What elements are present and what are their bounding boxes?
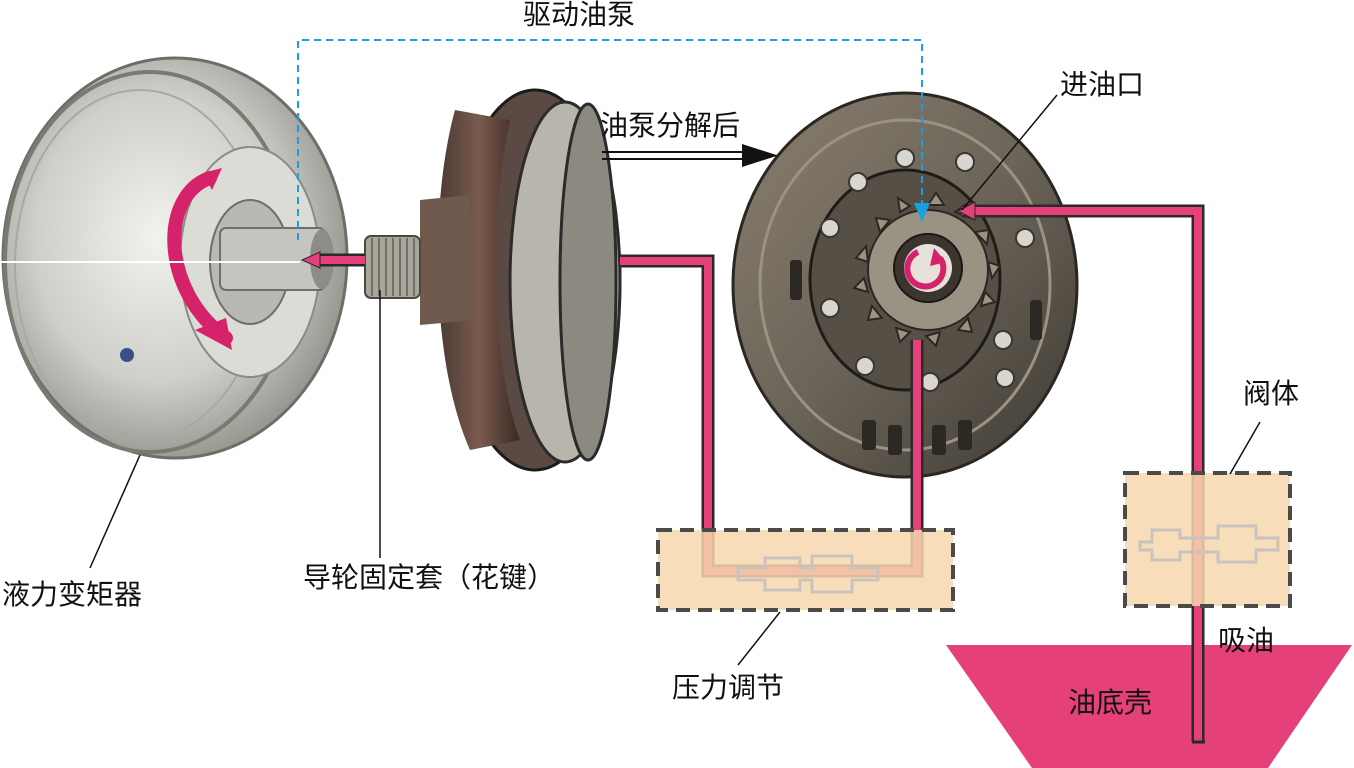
- label-torque-converter: 液力变矩器: [2, 578, 142, 611]
- label-oil-pan: 油底壳: [1068, 686, 1152, 719]
- torque-converter-image: [0, 56, 349, 460]
- pressure-regulation-valve-box: [656, 528, 955, 612]
- drive-line: [297, 39, 930, 240]
- valve-body-box: [1123, 471, 1292, 608]
- label-stator-sleeve: 导轮固定套（花键）: [303, 561, 555, 594]
- label-drive-pump: 驱动油泵: [523, 0, 635, 31]
- label-oil-suction: 吸油: [1218, 624, 1274, 657]
- leader-lines: [89, 94, 1261, 666]
- label-oil-inlet: 进油口: [1060, 68, 1144, 101]
- label-pressure-regulation: 压力调节: [672, 671, 784, 704]
- pump-cover-image: [364, 88, 622, 472]
- label-valve-body: 阀体: [1243, 377, 1299, 410]
- label-pump-disassembled: 油泵分解后: [600, 109, 740, 142]
- disassembly-arrow: [602, 144, 778, 167]
- oil-pan: [946, 640, 1352, 768]
- oil-pump-image: [731, 91, 1079, 479]
